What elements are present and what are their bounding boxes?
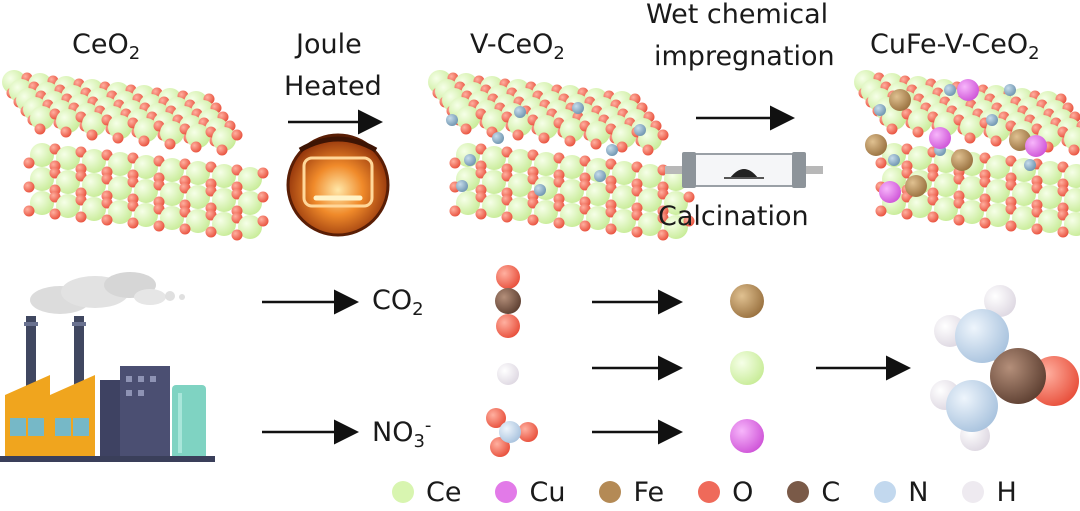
ceo2-label: CeO2 <box>72 29 141 64</box>
no3-label: NO3- <box>372 415 432 452</box>
legend-label: C <box>821 476 841 508</box>
legend-label: Ce <box>426 476 462 508</box>
calcination-label: Calcination <box>658 201 809 232</box>
factory-illustration <box>0 272 215 462</box>
legend-item-n: N <box>874 477 928 508</box>
cu-site-atom <box>730 419 764 453</box>
impregnation-label: impregnation <box>654 41 835 72</box>
calcination-tube-image <box>665 152 823 188</box>
product-molecule <box>930 285 1079 451</box>
wet-chemical-label: Wet chemical <box>646 0 829 30</box>
co2-label: CO2 <box>372 285 424 320</box>
legend-swatch <box>495 481 518 503</box>
legend-label: N <box>908 476 929 508</box>
legend-swatch <box>874 481 897 503</box>
v-ceo2-label: V-CeO2 <box>470 29 565 64</box>
legend-swatch <box>392 481 414 503</box>
co2-molecule <box>495 265 521 338</box>
legend-item-o: O <box>698 477 753 508</box>
ce-site-atom <box>730 351 764 385</box>
legend-swatch <box>787 481 810 503</box>
legend-label: Fe <box>633 476 665 508</box>
joule-label: Joule <box>296 29 362 60</box>
legend-item-ce: Ce <box>392 477 461 508</box>
cufe-v-ceo2-lattice <box>854 70 1080 238</box>
legend-item-h: H <box>962 476 1017 508</box>
ceo2-lattice <box>2 70 269 241</box>
no3-molecule <box>486 408 538 457</box>
legend-swatch <box>698 481 721 503</box>
v-ceo2-lattice <box>428 70 695 241</box>
legend-label: H <box>996 476 1017 508</box>
fe-site-atom <box>730 284 764 318</box>
heated-label: Heated <box>284 71 382 102</box>
legend-item-c: C <box>787 477 840 508</box>
legend-swatch <box>599 481 622 503</box>
legend-item-fe: Fe <box>599 477 664 508</box>
process-arrows <box>262 105 911 445</box>
h-atom <box>497 363 519 385</box>
joule-furnace-image <box>286 133 390 237</box>
cufe-v-ceo2-label: CuFe-V-CeO2 <box>870 29 1040 64</box>
legend-swatch <box>962 481 985 503</box>
legend-label: Cu <box>529 476 566 508</box>
legend-item-cu: Cu <box>495 477 565 508</box>
element-legend: Ce Cu Fe O C N H <box>392 476 1051 508</box>
legend-label: O <box>732 476 754 508</box>
